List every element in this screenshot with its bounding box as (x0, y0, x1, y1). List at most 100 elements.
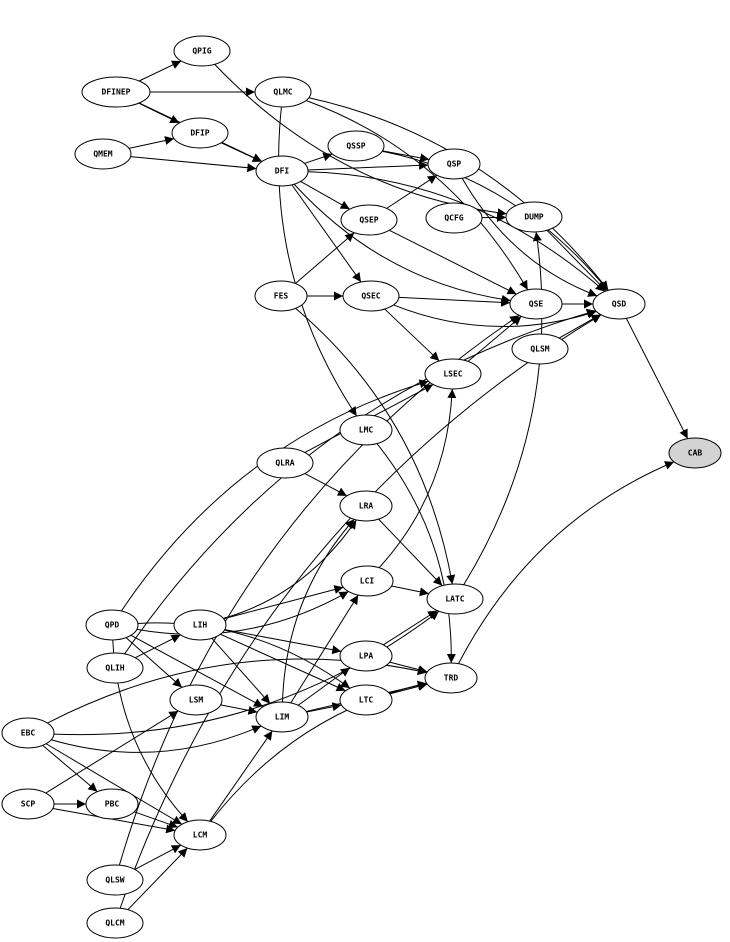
node-label: LSEC (443, 370, 462, 379)
node-qsep[interactable]: QSEP (340, 204, 398, 236)
node-label: DFIP (190, 129, 209, 138)
node-ellipse (85, 788, 139, 820)
node-qse[interactable]: QSE (509, 288, 563, 320)
edge-fes-to-latc (295, 308, 456, 585)
node-ebc[interactable]: EBC (1, 717, 55, 749)
edge-qlih-to-lih (135, 634, 181, 659)
node-cab[interactable]: CAB (668, 437, 722, 469)
edge-qlmc-to-qse (305, 100, 529, 291)
edge-dfi-to-qsep (300, 181, 350, 210)
node-qsd[interactable]: QSD (592, 288, 646, 320)
node-ellipse (255, 701, 309, 733)
node-lpa[interactable]: LPA (339, 640, 393, 672)
node-ellipse (668, 437, 722, 469)
node-ellipse (511, 333, 569, 365)
edge-qlcm-to-qsd (119, 314, 602, 909)
edge-scp-to-lsm (45, 710, 179, 794)
node-trd[interactable]: TRD (424, 662, 478, 694)
node-qssp[interactable]: QSSP (327, 130, 385, 162)
edge-qlsm-to-qsd (558, 314, 601, 339)
edge-qpd-to-lsec (120, 379, 429, 612)
node-label: LCM (193, 831, 208, 840)
node-lcm[interactable]: LCM (173, 819, 227, 851)
node-qlcm[interactable]: QLCM (86, 907, 144, 939)
edge-qsep-to-qse (389, 229, 517, 295)
node-lci[interactable]: LCI (340, 565, 394, 597)
edge-lim-to-lci (290, 594, 359, 704)
node-label: LSM (189, 696, 204, 705)
node-label: LRA (359, 502, 374, 511)
node-ltc[interactable]: LTC (339, 684, 393, 716)
node-qsp[interactable]: QSP (427, 148, 481, 180)
node-pbc[interactable]: PBC (85, 788, 139, 820)
node-ellipse (256, 447, 314, 479)
edge-qsd-to-cab (625, 318, 689, 439)
edge-qpd-to-lsm (125, 637, 183, 688)
edge-qssp-to-qsp (382, 150, 430, 163)
node-label: QSSP (346, 142, 365, 151)
node-label: PBC (105, 800, 120, 809)
node-fes[interactable]: FES (254, 280, 308, 312)
edge-dfi-to-qse (293, 183, 511, 304)
node-scp[interactable]: SCP (1, 788, 55, 820)
node-label: CAB (688, 449, 703, 458)
node-ellipse (173, 35, 231, 67)
node-qlsm[interactable]: QLSM (511, 333, 569, 365)
node-dfinep[interactable]: DFINEP (81, 76, 151, 108)
node-label: QLCM (105, 919, 124, 928)
edge-trd-to-cab (458, 461, 675, 664)
node-label: QSE (529, 300, 544, 309)
edge-qmem-to-dfip (128, 136, 175, 149)
node-label: FES (274, 292, 289, 301)
node-lra[interactable]: LRA (339, 490, 393, 522)
node-lsm[interactable]: LSM (169, 684, 223, 716)
node-ellipse (425, 202, 483, 234)
node-ellipse (426, 583, 484, 615)
edge-lih-to-lra (223, 519, 357, 619)
edge-qsec-to-lsec (384, 308, 440, 362)
node-label: TRD (444, 674, 459, 683)
node-ellipse (81, 76, 151, 108)
node-qpig[interactable]: QPIG (173, 35, 231, 67)
node-ellipse (424, 662, 478, 694)
node-ellipse (427, 148, 481, 180)
node-qsec[interactable]: QSEC (342, 280, 400, 312)
node-dump[interactable]: DUMP (505, 201, 563, 233)
edge-qlsw-to-lcm (134, 844, 182, 870)
node-dfip[interactable]: DFIP (171, 117, 229, 149)
node-qlsw[interactable]: QLSW (86, 864, 144, 896)
node-ellipse (1, 717, 55, 749)
node-dfi[interactable]: DFI (255, 155, 309, 187)
edge-qsep-to-qsp (386, 174, 438, 209)
node-label: LIH (193, 621, 208, 630)
edge-lci-to-lsec (378, 388, 457, 569)
node-ellipse (85, 609, 139, 641)
edge-qpd-to-lci (136, 591, 349, 635)
node-qpd[interactable]: QPD (85, 609, 139, 641)
node-label: EBC (21, 729, 36, 738)
node-label: DFINEP (102, 88, 131, 97)
node-label: QCFG (444, 214, 463, 223)
node-qlra[interactable]: QLRA (256, 447, 314, 479)
node-label: QSEC (361, 292, 380, 301)
edge-ebc-to-latc (53, 610, 440, 736)
node-ellipse (173, 609, 227, 641)
node-lmc[interactable]: LMC (339, 414, 393, 446)
edge-lcm-to-trd (210, 680, 427, 822)
node-lsec[interactable]: LSEC (424, 358, 482, 390)
node-qlmc[interactable]: QLMC (254, 76, 312, 108)
node-ellipse (173, 819, 227, 851)
node-lim[interactable]: LIM (255, 701, 309, 733)
node-ellipse (339, 490, 393, 522)
node-lih[interactable]: LIH (173, 609, 227, 641)
node-qlih[interactable]: QLIH (86, 652, 144, 684)
node-qcfg[interactable]: QCFG (425, 202, 483, 234)
edge-dfi-to-qsec (291, 184, 362, 283)
node-label: LCI (360, 577, 375, 586)
node-qmem[interactable]: QMEM (74, 138, 132, 170)
edge-lra-to-latc (378, 518, 443, 586)
node-latc[interactable]: LATC (426, 583, 484, 615)
node-label: QLSM (530, 345, 549, 354)
node-label: DUMP (524, 213, 543, 222)
edge-lih-to-ltc (220, 633, 346, 692)
